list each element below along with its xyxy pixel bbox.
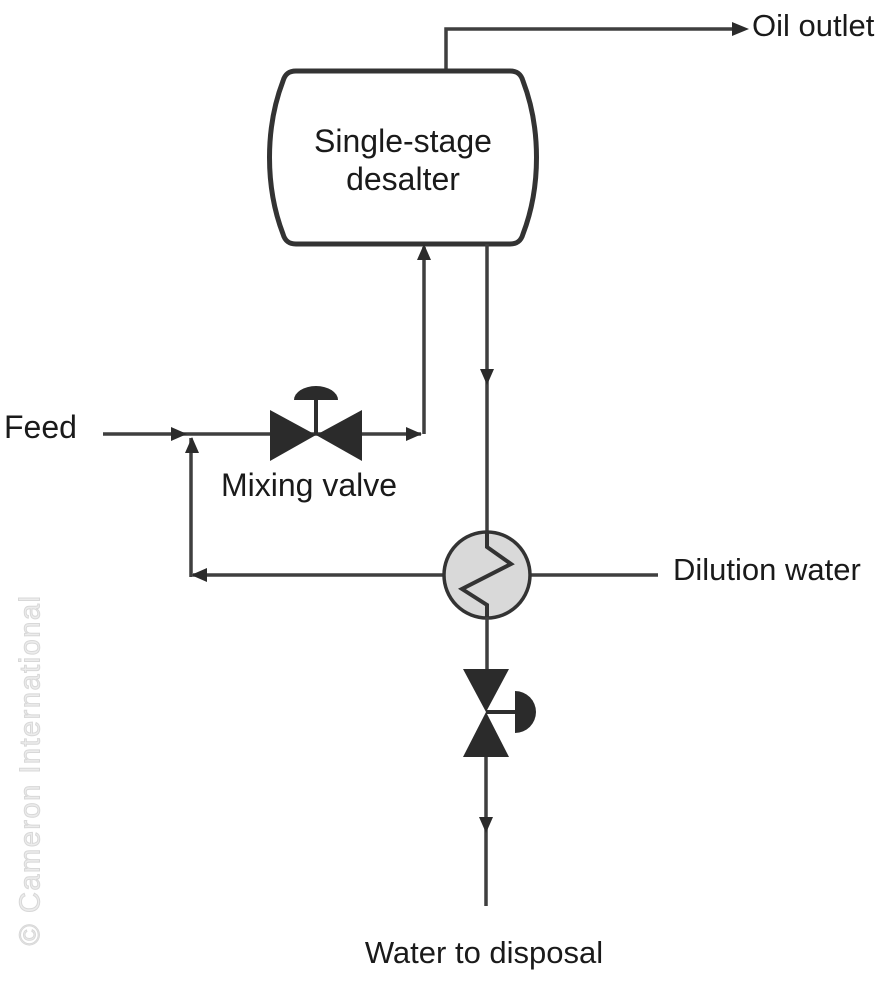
mixing-valve-actuator-dome-icon: [294, 386, 338, 400]
control-valve-upper-wedge: [463, 669, 509, 712]
arrowhead-water-down: [480, 369, 494, 385]
control-valve-lower-wedge: [463, 712, 509, 757]
vessel-single-stage-desalter: [267, 68, 539, 247]
desalter-label-line2: desalter: [346, 161, 460, 197]
feed-label: Feed: [4, 409, 77, 445]
mixing-valve-left-wedge: [270, 410, 316, 461]
arrowhead-feed-into-vessel: [417, 244, 431, 260]
control-valve-actuator-dome-icon: [515, 691, 536, 733]
water-to-disposal-label: Water to disposal: [364, 935, 604, 970]
arrowhead-dilution-left: [191, 568, 207, 582]
heat-exchanger-coil-icon: [457, 533, 515, 617]
copyright-watermark: © Cameron International: [14, 594, 47, 946]
mixing-valve: [270, 386, 362, 461]
heat-exchanger: [442, 530, 532, 620]
desalter-label: Single-stage desalter: [267, 122, 539, 198]
dilution-water-label: Dilution water: [673, 552, 861, 587]
arrowhead-feed-to-riser: [406, 427, 422, 441]
pipe-oil-outlet: [444, 27, 736, 70]
desalter-label-line1: Single-stage: [314, 123, 492, 159]
mixing-valve-label: Mixing valve: [221, 467, 398, 503]
mixing-valve-right-wedge: [316, 410, 362, 461]
oil-outlet-label: Oil outlet: [752, 8, 875, 43]
arrowhead-feed-junction: [171, 427, 187, 441]
arrowhead-dilution-into-feed: [185, 437, 199, 453]
arrowhead-oil-outlet: [732, 22, 749, 36]
arrowhead-disposal-down: [479, 817, 493, 833]
water-control-valve: [463, 669, 536, 757]
